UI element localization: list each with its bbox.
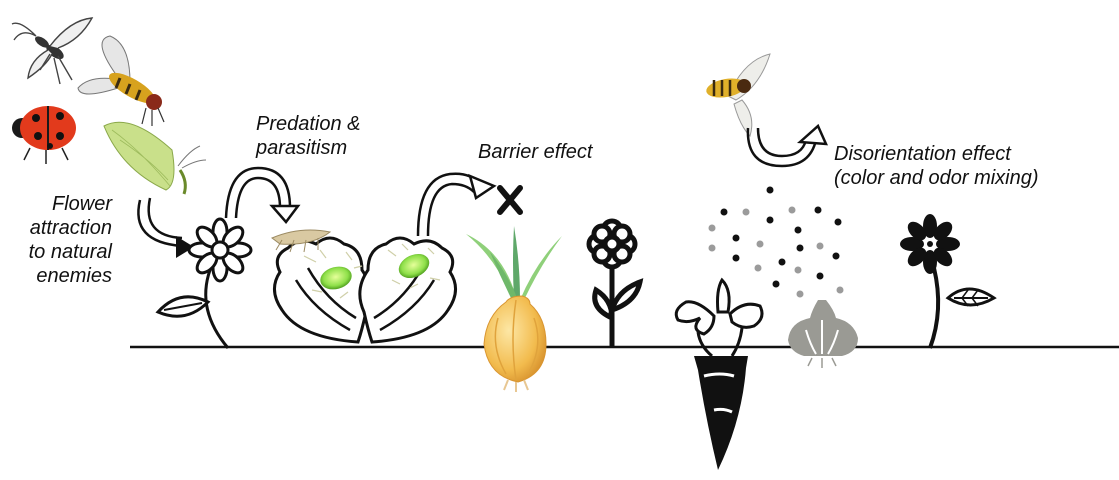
disorientation-arrowhead [800, 126, 826, 144]
repellent-flower-icon [900, 214, 960, 348]
flower-attraction-line-4: enemies [29, 264, 112, 288]
onion-icon [466, 226, 562, 392]
parasitoid-wasp-icon [12, 18, 92, 84]
leaf-icon [158, 297, 208, 316]
disorientation-line-1: Disorientation effect [834, 142, 1039, 166]
garlic-icon [788, 300, 858, 368]
odor-dots [709, 187, 844, 298]
carrot-icon [676, 280, 762, 470]
lettuce-right-icon [360, 238, 456, 342]
flower-attraction-line-3: to natural [29, 240, 112, 264]
flower-attraction-label: Flower attraction to natural enemies [29, 192, 112, 288]
ladybug-icon [12, 106, 76, 164]
flower-attraction-line-1: Flower [29, 192, 112, 216]
predation-line-2: parasitism [256, 136, 361, 160]
hoverfly-top-icon [705, 54, 770, 136]
leaf-right-icon [948, 289, 994, 306]
attraction-arrow [138, 200, 182, 246]
predation-line-1: Predation & [256, 112, 361, 136]
disorientation-line-2: (color and odor mixing) [834, 166, 1039, 190]
flower-attraction-line-2: attraction [29, 216, 112, 240]
attractive-flower-icon [189, 219, 251, 348]
barrier-arrowhead [470, 176, 494, 198]
blocked-x-icon [500, 188, 520, 212]
companion-flower-icon [589, 221, 640, 346]
predation-label: Predation & parasitism [256, 112, 361, 160]
predation-arrowhead [272, 206, 298, 222]
barrier-label: Barrier effect [478, 140, 592, 164]
hoverfly-icon [78, 36, 164, 126]
lacewing-icon [104, 122, 206, 194]
disorientation-label: Disorientation effect (color and odor mi… [834, 142, 1039, 190]
